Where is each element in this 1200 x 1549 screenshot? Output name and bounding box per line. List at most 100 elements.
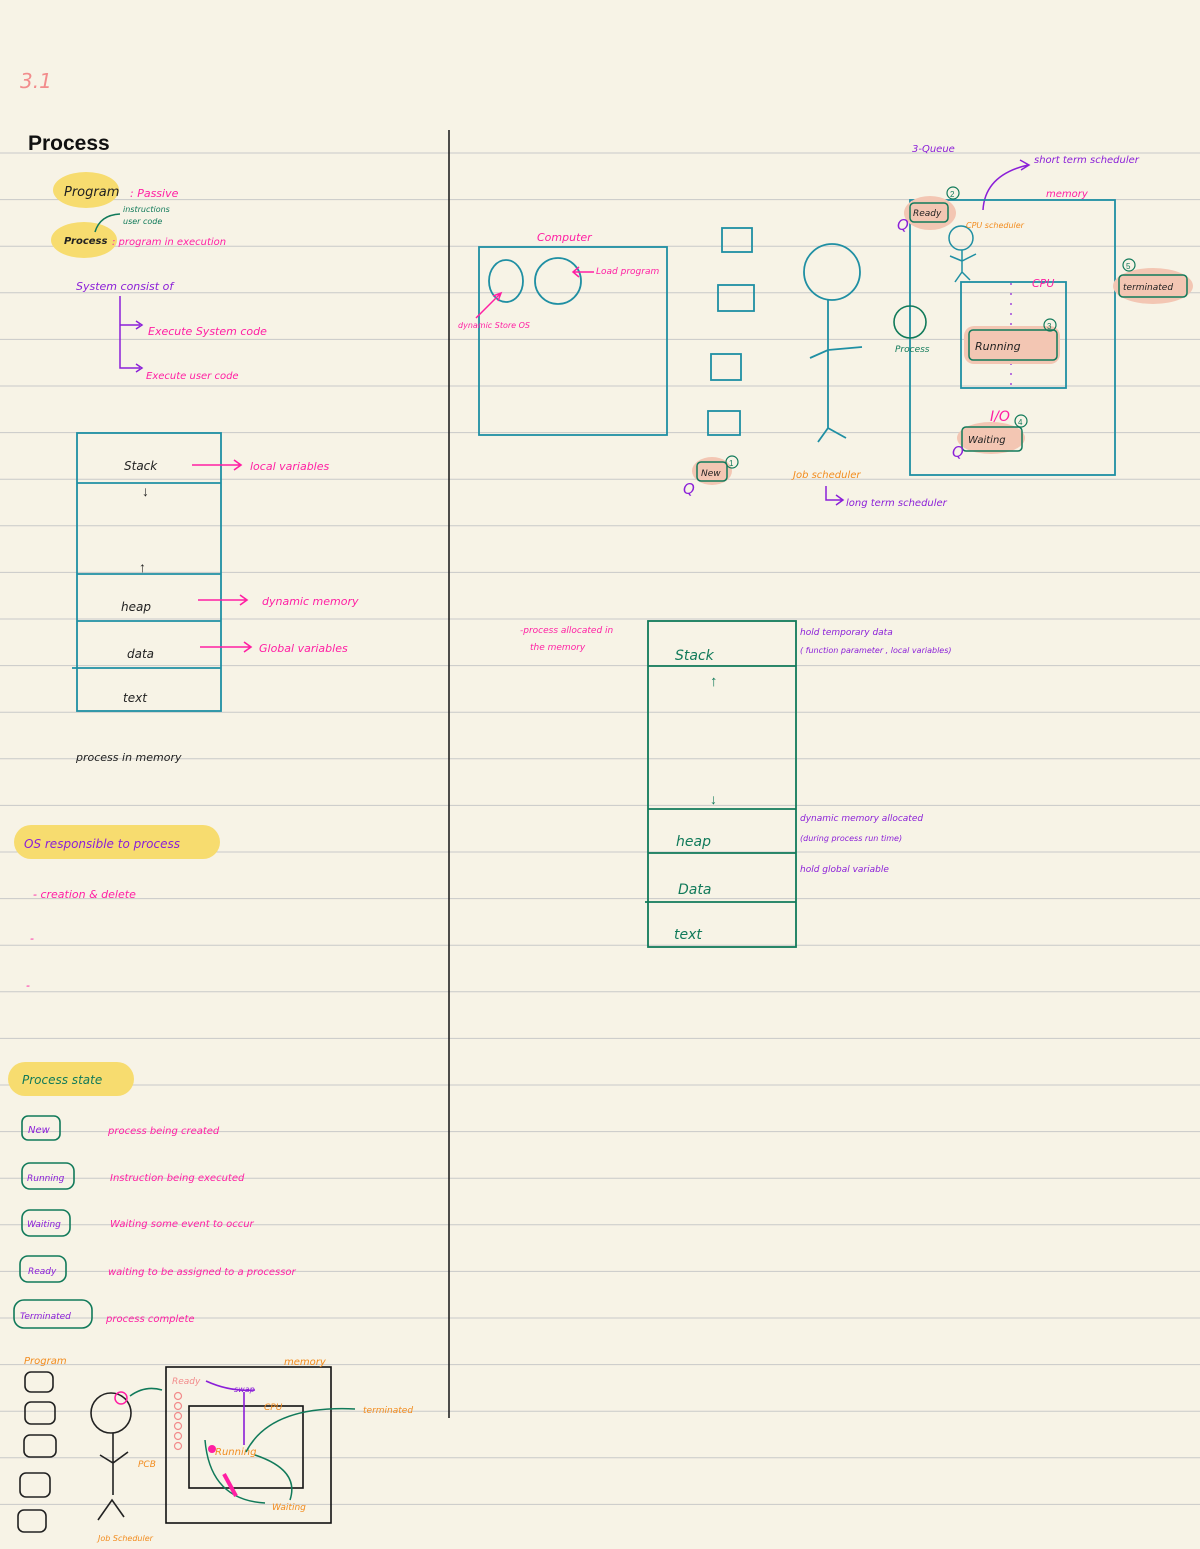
branch-arrowheads	[135, 320, 144, 373]
branch-user-code: Execute user code	[146, 371, 239, 382]
ready-state-box	[909, 202, 949, 223]
system-consist: System consist of	[76, 280, 175, 293]
arrow-note-instructions: instructions	[123, 205, 170, 214]
mini-waiting-label: Waiting	[272, 1503, 306, 1513]
terminated-state-box	[1118, 274, 1188, 298]
running-state-label: Running	[975, 340, 1021, 353]
waiting-highlight	[957, 422, 1025, 454]
running-num-badge	[1043, 318, 1057, 332]
process-memory-note-2: the memory	[530, 643, 586, 653]
running-highlight	[964, 326, 1060, 364]
three-queue-title: 3-Queue	[912, 144, 955, 155]
os-item-2: -	[30, 932, 34, 945]
ready-num: 2	[950, 190, 955, 199]
state-new-name: New	[28, 1125, 51, 1136]
heap-note-2: (during process run time)	[800, 834, 902, 843]
memory-up-arrow: ↑	[139, 559, 146, 575]
mini-pcb: PCB	[138, 1460, 156, 1470]
mini-swap-arrow	[205, 1380, 256, 1445]
state-terminated: Terminated process complete	[13, 1299, 195, 1329]
os-responsible: OS responsible to process	[24, 837, 180, 851]
state-waiting: Waiting Waiting some event to occur	[21, 1209, 255, 1237]
memory-heap-label: heap	[121, 600, 151, 614]
cpu-scheduler-label: CPU scheduler	[966, 221, 1025, 230]
process-curl-arrow	[94, 213, 121, 233]
mini-ready-label: Ready	[172, 1377, 201, 1387]
mini-pink-marks	[222, 1473, 238, 1497]
memory-stack-2-text: text	[674, 927, 702, 943]
mini-ready-queue	[173, 1391, 183, 1451]
arrow-note-user-code: user code	[123, 217, 162, 226]
process-note: : program in execution	[112, 237, 226, 248]
mini-running-to-terminated-arrow	[245, 1407, 356, 1453]
system-branch-lines	[119, 296, 140, 369]
state-terminated-desc: process complete	[105, 1314, 195, 1325]
mini-running-dot	[208, 1445, 216, 1453]
new-num: 1	[729, 459, 734, 468]
short-term-arrow	[982, 159, 1031, 211]
data-annotation: Global variables	[259, 642, 348, 655]
state-ready-name: Ready	[28, 1267, 57, 1277]
memory-stack-label: Stack	[124, 459, 158, 473]
long-term-arrow	[825, 486, 845, 506]
mini-memory-label: memory	[284, 1357, 327, 1368]
state-new-desc: process being created	[107, 1126, 220, 1137]
new-state-label: New	[701, 469, 721, 479]
state-terminated-name: Terminated	[20, 1312, 71, 1322]
load-program-arrow	[571, 266, 594, 278]
state-ready: Ready waiting to be assigned to a proces…	[19, 1255, 297, 1283]
program-circle-1	[488, 259, 524, 303]
program-boxes	[707, 227, 755, 436]
memory-stack-2-heap: heap	[676, 834, 711, 850]
stack-annotation: local variables	[250, 460, 330, 473]
branch-system-code: Execute System code	[148, 325, 267, 338]
ruled-lines	[0, 152, 1200, 1505]
stack-note-1: hold temporary data	[800, 628, 893, 638]
memory-stack-2-up-arrow: ↑	[710, 673, 718, 690]
process-circle-label: Process	[895, 345, 930, 355]
terminated-state-label: terminated	[1123, 283, 1173, 293]
new-state-box	[696, 461, 728, 482]
mini-program-label: Program	[24, 1356, 67, 1367]
memory-layout-box	[76, 432, 222, 712]
process-circle	[893, 305, 927, 339]
waiting-num-badge	[1014, 414, 1028, 428]
memory-down-arrow: ↓	[142, 483, 149, 499]
running-num: 3	[1047, 322, 1052, 331]
os-item-1: - creation & delete	[33, 888, 136, 901]
ready-num-badge	[946, 186, 960, 200]
memory-stack-2-data: Data	[678, 882, 711, 898]
mini-pcb-dot	[114, 1391, 128, 1405]
terminated-highlight	[1113, 268, 1193, 304]
ready-queue-q: Q	[897, 216, 909, 234]
state-running: Running Instruction being executed	[21, 1162, 245, 1190]
state-running-name: Running	[27, 1174, 65, 1184]
stack-note-2: ( function parameter , local variables)	[800, 646, 952, 655]
heap-note-1: dynamic memory allocated	[800, 814, 923, 824]
waiting-state-label: Waiting	[968, 435, 1006, 446]
io-label: I/O	[990, 409, 1010, 425]
new-queue-q: Q	[683, 480, 695, 498]
memory-stack-2-down-arrow: ↓	[710, 791, 717, 807]
process-highlight	[51, 222, 117, 258]
memory-label: memory	[1046, 189, 1089, 200]
process-memory-note-1: -process allocated in	[520, 626, 614, 636]
stack-annotation-arrow	[192, 459, 243, 471]
mini-program-stack	[17, 1371, 57, 1533]
mini-program-to-ready-arrow	[129, 1387, 163, 1397]
cpu-label: CPU	[1032, 277, 1054, 290]
mini-job-scheduler: Job Scheduler	[96, 1534, 154, 1543]
waiting-queue-q: Q	[952, 443, 964, 461]
cpu-scheduler-figure	[948, 225, 977, 283]
memory-data-label: data	[127, 647, 154, 661]
mini-waiting-arrows	[204, 1439, 293, 1504]
heap-annotation-arrow	[198, 594, 249, 606]
long-term-label: long term scheduler	[846, 498, 948, 509]
data-note: hold global variable	[800, 865, 889, 875]
computer-label: Computer	[537, 231, 593, 244]
state-ready-desc: waiting to be assigned to a processor	[108, 1267, 297, 1278]
mini-cpu-box	[188, 1405, 304, 1489]
memory-stack-2-box	[647, 620, 797, 948]
new-num-badge	[725, 455, 739, 469]
